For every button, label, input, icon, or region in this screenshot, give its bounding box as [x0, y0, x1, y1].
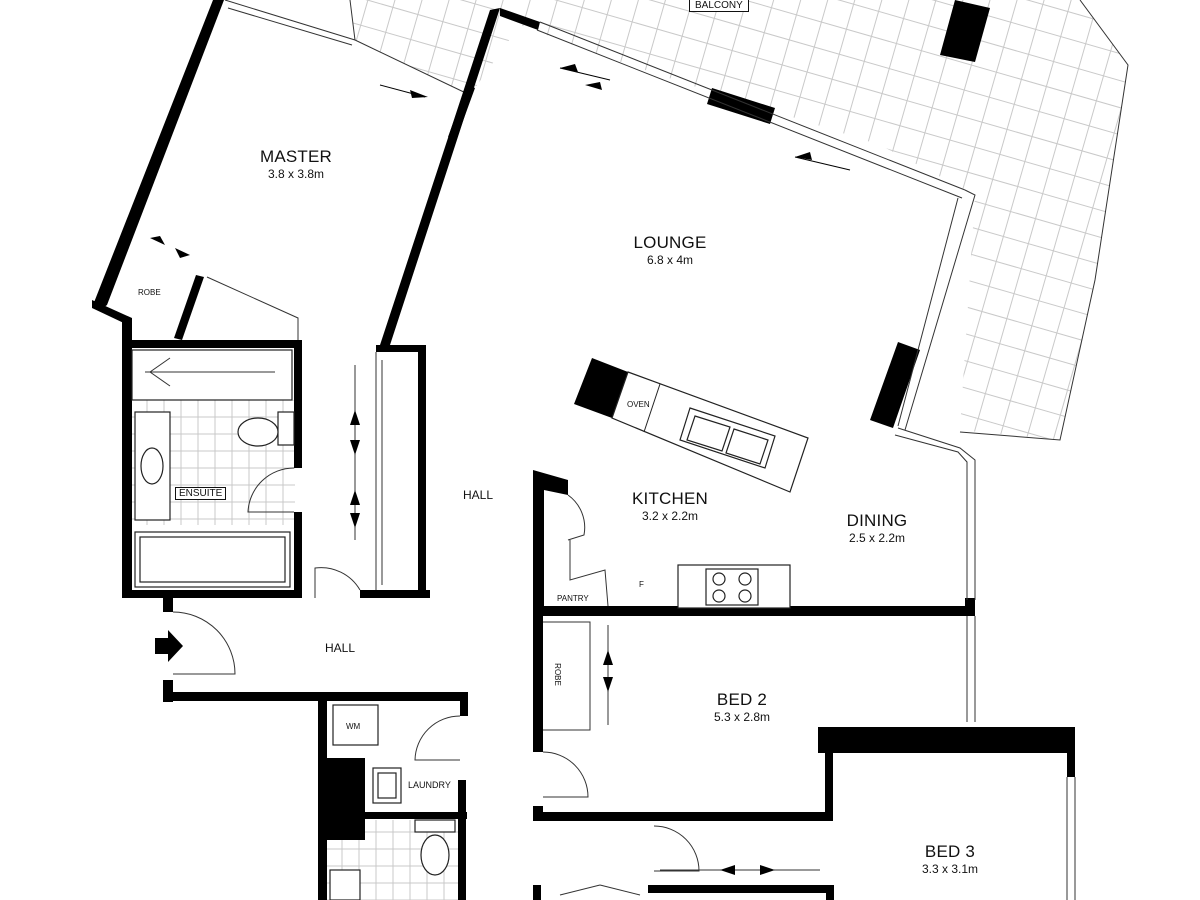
robe-label: ROBE — [138, 288, 161, 297]
ensuite-fixtures — [131, 349, 295, 588]
fridge-label: F — [639, 580, 644, 589]
dining-name: DINING — [846, 511, 908, 530]
master-label: MASTER 3.8 x 3.8m — [246, 147, 346, 181]
kitchen-name: KITCHEN — [631, 489, 709, 508]
robe2-label: ROBE — [552, 663, 562, 686]
dining-dims: 2.5 x 2.2m — [848, 531, 906, 545]
wm-label: WM — [346, 722, 361, 731]
kitchen-dims: 3.2 x 2.2m — [641, 509, 699, 523]
hall-upper-label: HALL — [463, 488, 494, 502]
laundry-fixtures — [329, 704, 820, 900]
lounge-dims: 6.8 x 4m — [646, 253, 694, 267]
bed3-name: BED 3 — [924, 842, 976, 861]
doors — [172, 467, 700, 872]
bed2-label: BED 2 5.3 x 2.8m — [692, 690, 792, 724]
master-dims: 3.8 x 3.8m — [267, 167, 325, 181]
hall-lower-label: HALL — [325, 641, 356, 655]
dining-label: DINING 2.5 x 2.2m — [827, 511, 927, 545]
ensuite-label: ENSUITE — [175, 487, 227, 500]
bed2-dims: 5.3 x 2.8m — [713, 710, 771, 724]
bed3-dims: 3.3 x 3.1m — [921, 862, 979, 876]
lounge-name: LOUNGE — [633, 233, 707, 252]
sliding-arrows — [150, 64, 851, 258]
bed3-label: BED 3 3.3 x 3.1m — [900, 842, 1000, 876]
kitchen-fixtures — [611, 371, 809, 609]
laundry-label: LAUNDRY — [408, 780, 451, 790]
kitchen-label: KITCHEN 3.2 x 2.2m — [620, 489, 720, 523]
bed2-name: BED 2 — [716, 690, 768, 709]
walls — [92, 0, 1075, 900]
hall-cupboard — [350, 352, 383, 590]
master-name: MASTER — [259, 147, 333, 166]
pantry-label: PANTRY — [557, 594, 589, 603]
balcony-label: BALCONY — [689, 0, 749, 12]
oven-label: OVEN — [627, 400, 650, 409]
entry-arrow-icon — [155, 630, 183, 662]
lounge-label: LOUNGE 6.8 x 4m — [620, 233, 720, 267]
bed2-robe — [543, 621, 613, 731]
windows — [206, 0, 1076, 900]
